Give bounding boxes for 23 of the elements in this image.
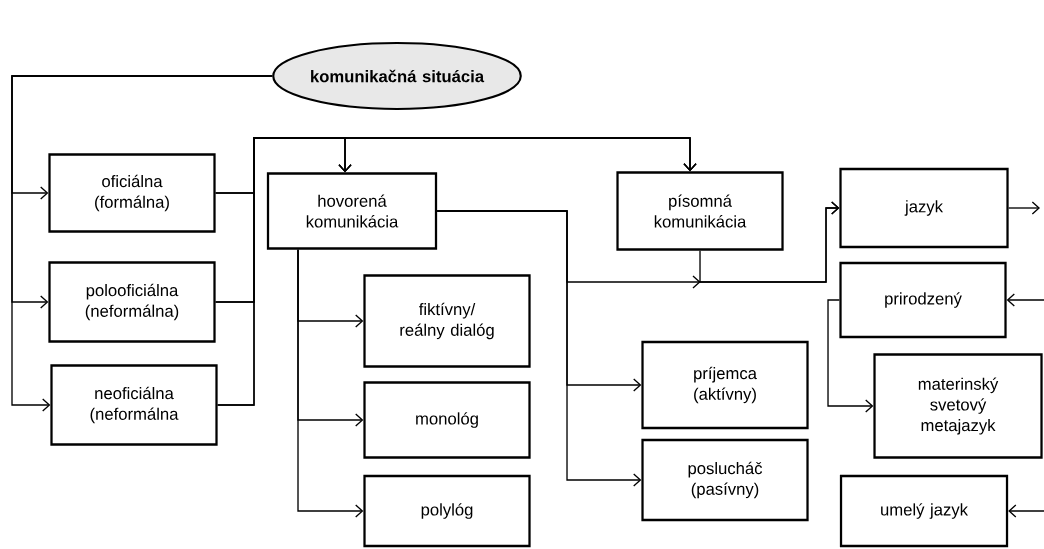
arrow: [827, 299, 874, 413]
arrow: [11, 75, 273, 412]
process-box: neoficiálna (neformálna: [50, 364, 218, 446]
arrow: [297, 248, 364, 518]
process-box: hovorená komunikácia: [266, 172, 438, 250]
arrow: [692, 201, 840, 289]
arrow: [1008, 504, 1044, 518]
process-box: poslucháč (pasívny): [641, 438, 809, 522]
process-box: oficiálna (formálna): [48, 153, 216, 233]
process-box: jazyk: [839, 167, 1009, 249]
oval-node: komunikačná situácia: [272, 41, 522, 111]
arrow: [1008, 201, 1040, 215]
process-box: polylóg: [363, 474, 531, 548]
process-box: umelý jazyk: [839, 474, 1009, 548]
arrow: [1006, 293, 1044, 307]
process-box: fiktívny/ reálny dialóg: [363, 274, 531, 368]
process-box: monológ: [363, 381, 531, 459]
arrow: [216, 137, 697, 406]
process-box: materinský svetový metajazyk: [873, 353, 1043, 459]
process-box: prirodzený: [839, 261, 1007, 339]
process-box: polooficiálna (neformálna): [48, 261, 216, 343]
process-box: príjemca (aktívny): [641, 340, 809, 430]
process-box: písomná komunikácia: [616, 171, 784, 251]
